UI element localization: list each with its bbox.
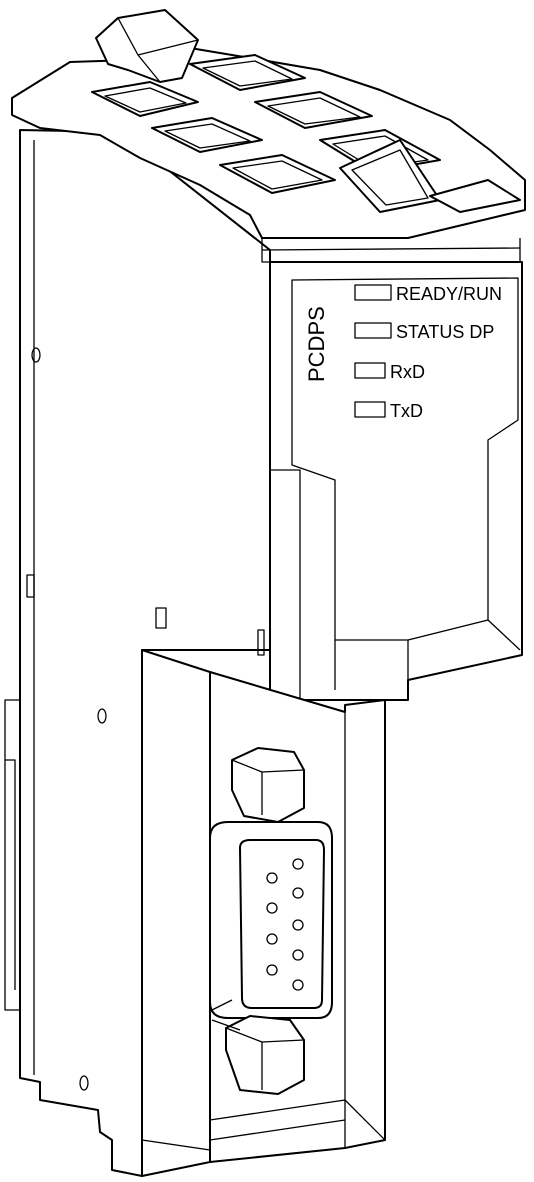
pin <box>266 872 278 884</box>
connector-foot-lines <box>209 1099 386 1141</box>
led-label-rxd: RxD <box>390 362 425 382</box>
side-rail <box>4 699 21 1011</box>
module-name: PCDPS <box>304 306 329 382</box>
terminal-base-line <box>261 247 521 251</box>
pin <box>292 949 304 961</box>
panel-left-bevel <box>270 469 301 700</box>
lever-facets <box>117 17 199 83</box>
pin <box>292 887 304 899</box>
pin <box>292 858 304 870</box>
led-label-ready-run: READY/RUN <box>396 284 502 304</box>
pin <box>292 979 304 991</box>
side-rail-groove <box>5 759 16 990</box>
panel-bevel-lines <box>334 619 521 690</box>
pin <box>266 933 278 945</box>
hex-standoff-bottom <box>225 1015 305 1095</box>
mounting-hole <box>79 1075 89 1091</box>
release-lever <box>95 9 199 83</box>
pin <box>292 919 304 931</box>
dsub-connector <box>209 821 333 1019</box>
slot <box>155 607 167 629</box>
led-txd <box>354 401 386 418</box>
hex-standoff-top <box>231 747 305 823</box>
slot <box>257 629 265 656</box>
pin <box>266 902 278 914</box>
mounting-hole <box>97 708 107 724</box>
label-frame <box>291 277 519 641</box>
slot <box>26 574 35 598</box>
terminal-openings <box>91 54 521 213</box>
led-status-dp <box>354 322 392 339</box>
connector-bottom-line <box>141 1139 211 1151</box>
led-indicators <box>354 284 392 418</box>
led-rxd <box>354 362 386 379</box>
pin <box>266 964 278 976</box>
mounting-hole <box>31 347 41 363</box>
led-label-status-dp: STATUS DP <box>396 322 494 342</box>
led-ready-run <box>354 284 392 301</box>
standoff-slots <box>211 999 241 1031</box>
led-label-txd: TxD <box>390 401 423 421</box>
connector-housing <box>141 649 211 1177</box>
